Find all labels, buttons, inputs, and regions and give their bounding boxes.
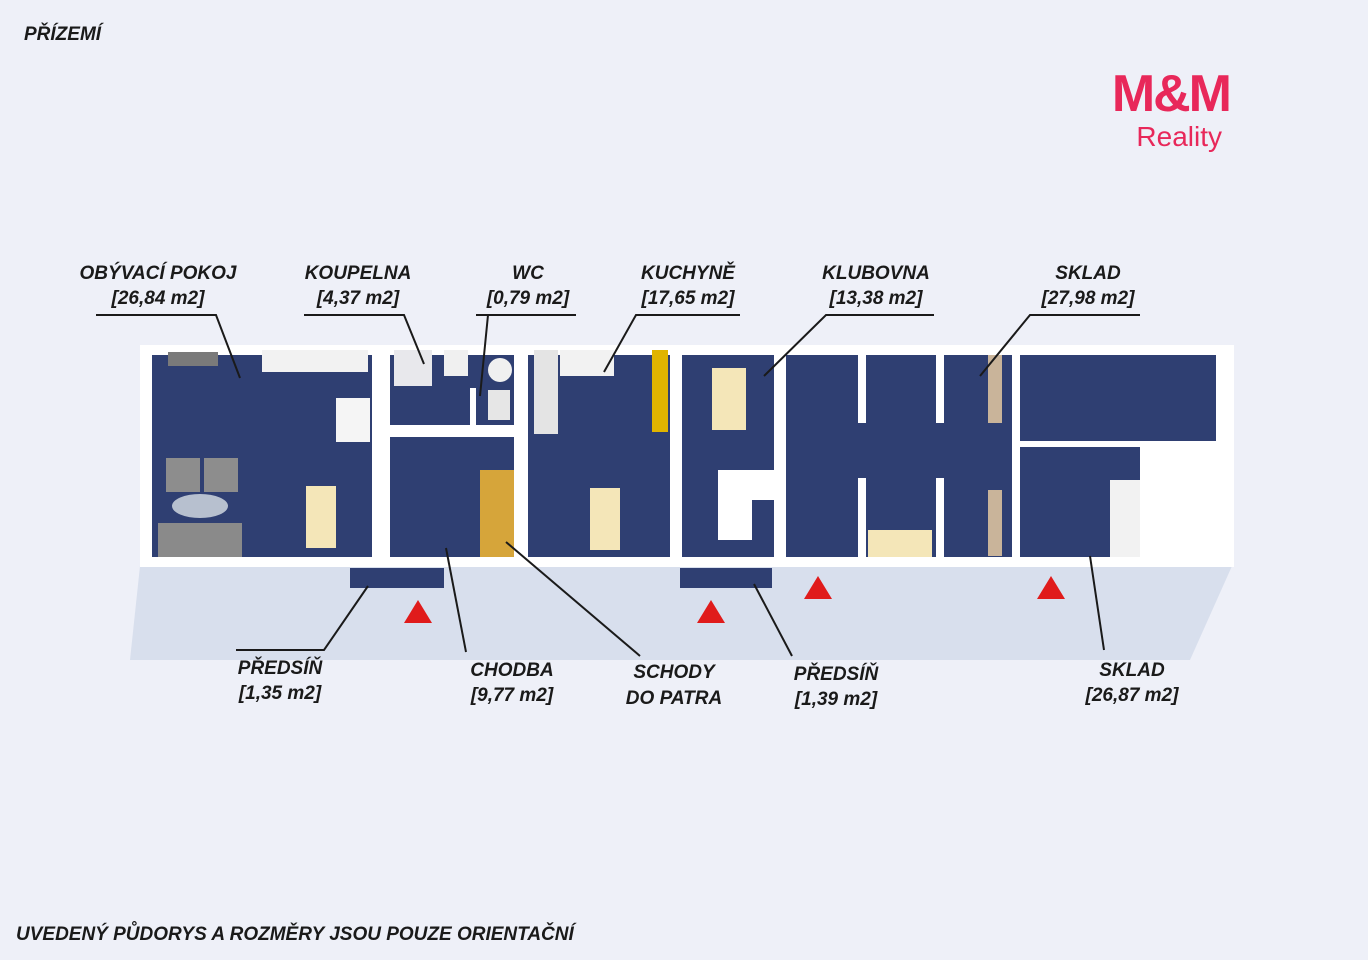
leader-line <box>505 541 641 657</box>
leader-line <box>979 314 1140 377</box>
floor-title: PŘÍZEMÍ <box>24 24 102 45</box>
kitchen-cabinet <box>652 350 668 432</box>
interior-walls <box>372 345 1148 557</box>
wall <box>1020 441 1146 447</box>
plan-shadow <box>130 566 1232 660</box>
label-hallway-area: [9,77 m2] <box>470 685 554 706</box>
logo-mark: M&M <box>1111 65 1232 123</box>
cabinet <box>336 398 370 442</box>
wall <box>388 425 514 437</box>
coffee-table <box>172 494 228 518</box>
kitchen-table <box>590 488 620 550</box>
floor-vestibule-2 <box>680 568 772 588</box>
wall <box>514 345 528 557</box>
entrance-marker <box>697 600 725 623</box>
wall <box>372 345 388 485</box>
club-counter <box>718 470 774 540</box>
logo-subtitle: Reality <box>1136 121 1222 152</box>
label-vestibule-1-name: PŘEDSÍŇ <box>238 657 324 679</box>
floor-storage-right-top <box>1020 355 1216 441</box>
club-table <box>712 368 746 430</box>
storage-cabinet <box>1110 480 1140 557</box>
wall <box>670 345 682 557</box>
leader-line <box>753 583 793 657</box>
shelf <box>988 355 1002 423</box>
floor-storage-top <box>786 355 1012 557</box>
label-bathroom-name: KOUPELNA <box>305 263 412 284</box>
label-hallway-name: CHODBA <box>470 660 553 681</box>
company-logo: M&M Reality <box>1070 65 1232 152</box>
label-clubroom-name: KLUBOVNA <box>822 263 930 284</box>
wall <box>858 478 866 557</box>
leader-lines <box>96 314 1140 657</box>
label-vestibule-2-area: [1,39 m2] <box>794 689 878 710</box>
label-stairs-sub: DO PATRA <box>626 688 722 709</box>
tv-unit <box>168 352 218 366</box>
label-storage-bottom-area: [26,87 m2] <box>1085 685 1180 706</box>
label-stairs-name: SCHODY <box>633 662 717 683</box>
dining-table <box>306 486 336 548</box>
label-living-room-name: OBÝVACÍ POKOJ <box>80 262 237 284</box>
floor-vestibule-1 <box>350 568 444 588</box>
kitchen-counter <box>560 350 614 376</box>
leader-line <box>763 314 934 377</box>
label-kitchen-area: [17,65 m2] <box>641 288 736 309</box>
leader-line <box>304 314 425 365</box>
leader-line <box>236 585 369 651</box>
wall <box>1140 441 1148 557</box>
label-vestibule-1-area: [1,35 m2] <box>238 683 322 704</box>
leader-line <box>1089 555 1105 651</box>
wall <box>936 478 944 557</box>
label-living-room-area: [26,84 m2] <box>111 288 206 309</box>
entrance-marker <box>1037 576 1065 599</box>
label-storage-top-name: SKLAD <box>1055 263 1121 284</box>
label-kitchen-name: KUCHYNĚ <box>641 262 736 284</box>
wc-bowl <box>488 358 512 382</box>
sofa <box>158 523 242 557</box>
wall <box>858 345 866 423</box>
entrance-marker <box>404 600 432 623</box>
disclaimer: UVEDENÝ PŮDORYS A ROZMĚRY JSOU POUZE ORI… <box>16 924 574 945</box>
label-storage-top-area: [27,98 m2] <box>1041 288 1136 309</box>
shower <box>394 350 432 386</box>
wall <box>936 345 944 423</box>
wall <box>470 388 476 428</box>
label-storage-bottom-name: SKLAD <box>1099 660 1165 681</box>
floor-areas <box>152 355 1216 588</box>
wall <box>372 485 380 557</box>
leader-line <box>445 547 467 653</box>
label-wc-name: WC <box>512 263 544 284</box>
furniture <box>158 350 1140 557</box>
leader-line <box>476 314 576 397</box>
entrance-marker <box>804 576 832 599</box>
shelf <box>988 490 1002 556</box>
armchair <box>166 458 200 492</box>
armchair <box>204 458 238 492</box>
label-clubroom-area: [13,38 m2] <box>829 288 924 309</box>
label-bathroom-area: [4,37 m2] <box>316 288 400 309</box>
kitchenette-counter <box>262 350 368 372</box>
toilet <box>488 390 510 420</box>
staircase <box>480 470 514 557</box>
leader-line <box>96 314 241 379</box>
wall <box>1012 345 1020 557</box>
workbench <box>868 530 932 557</box>
entrance-markers <box>404 576 1065 623</box>
sink <box>444 350 468 376</box>
wall <box>774 345 786 557</box>
leader-line <box>603 314 740 373</box>
kitchen-unit <box>534 350 558 434</box>
label-vestibule-2-name: PŘEDSÍŇ <box>794 663 880 685</box>
label-wc-area: [0,79 m2] <box>486 288 570 309</box>
